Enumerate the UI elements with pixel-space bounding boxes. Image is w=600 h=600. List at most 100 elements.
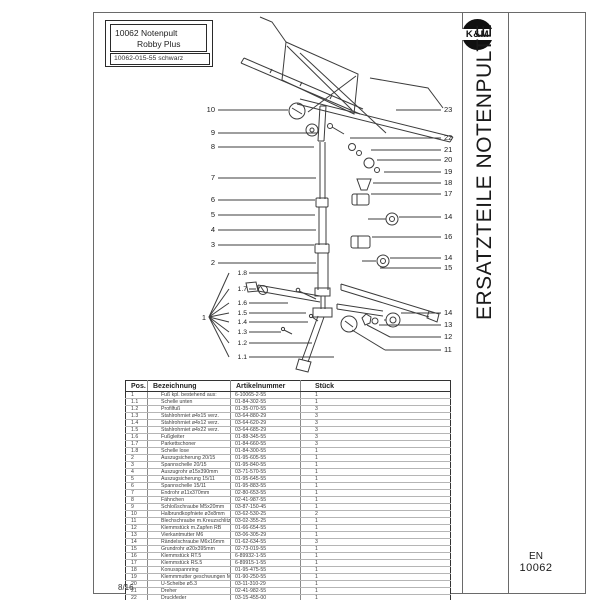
table-cell: 1.2 bbox=[125, 405, 148, 413]
product-number-name: 10062 Notenpult bbox=[115, 28, 178, 38]
callout-label-1.8: 1.8 bbox=[237, 270, 247, 277]
table-cell: Blechschraube m.Kreuzschlitz bbox=[147, 517, 231, 525]
table-cell: 16 bbox=[125, 552, 148, 560]
table-cell: Klemmstück RT.5 bbox=[147, 552, 231, 560]
leader-line bbox=[208, 316, 230, 333]
callout-label-1.1: 1.1 bbox=[237, 354, 247, 361]
callout-label-16: 16 bbox=[444, 232, 453, 241]
table-cell: 1 bbox=[300, 482, 451, 490]
callout-label-22: 22 bbox=[444, 133, 453, 142]
callout-label-11: 11 bbox=[444, 345, 452, 354]
table-cell: U-Scheibe ø5.3 bbox=[147, 580, 231, 588]
table-cell: 12 bbox=[125, 524, 148, 532]
callout-label-8: 8 bbox=[210, 142, 215, 151]
table-cell: 1.5 bbox=[125, 426, 148, 434]
table-cell: 22 bbox=[125, 594, 148, 600]
leader-line bbox=[208, 272, 230, 318]
leader-line bbox=[208, 312, 230, 318]
callout-label-1.6: 1.6 bbox=[237, 300, 247, 307]
table-cell: Schelle lose bbox=[147, 447, 231, 455]
table-cell: 1 bbox=[300, 566, 451, 574]
table-cell: Konusspannring bbox=[147, 566, 231, 574]
callout-label-3: 3 bbox=[210, 240, 215, 249]
table-cell: Stahlrohrniet ø4x22 verz. bbox=[147, 426, 231, 434]
parts-table-header-row: Pos. Bezeichnung Artikelnummer Stück bbox=[125, 380, 451, 392]
table-cell: Spannschelle 15/11 bbox=[147, 482, 231, 490]
table-cell: Parkettschoner bbox=[147, 440, 231, 448]
callout-label-4: 4 bbox=[210, 225, 215, 234]
table-cell: 1 bbox=[300, 559, 451, 567]
table-cell: 02-73-019-55 bbox=[230, 545, 301, 553]
table-cell: 03-02-355-25 bbox=[230, 517, 301, 525]
table-cell: 3 bbox=[300, 412, 451, 420]
table-cell: 01-90-250-55 bbox=[230, 573, 301, 581]
frame-left bbox=[93, 12, 94, 594]
doc-code-line2: 10062 bbox=[519, 562, 553, 574]
table-cell: 1 bbox=[300, 531, 451, 539]
table-cell: 1 bbox=[300, 489, 451, 497]
callout-label-18: 18 bbox=[444, 178, 453, 187]
leader-line bbox=[208, 316, 230, 358]
table-cell: Stahlrohrniet ø4x15 verz. bbox=[147, 412, 231, 420]
product-title-box: 10062 Notenpult Robby Plus 10062-015-55 … bbox=[105, 20, 213, 67]
table-cell: Auszugrohr ø15x390mm bbox=[147, 468, 231, 476]
callout-label-21: 21 bbox=[444, 145, 453, 154]
callout-label-1.4: 1.4 bbox=[237, 319, 247, 326]
table-cell: 1 bbox=[300, 454, 451, 462]
base-assembly-art bbox=[245, 281, 440, 373]
table-cell: Klemmmutter geschwungen M5 bbox=[147, 573, 231, 581]
callout-label-23: 23 bbox=[444, 105, 453, 114]
table-cell: 14 bbox=[125, 538, 148, 546]
table-cell: Spannschelle 20/15 bbox=[147, 461, 231, 469]
table-cell: 19 bbox=[125, 573, 148, 581]
table-cell: 1 bbox=[300, 391, 451, 399]
callout-label-6: 6 bbox=[210, 195, 215, 204]
table-cell: 3 bbox=[125, 461, 148, 469]
table-cell: Fähnchen bbox=[147, 496, 231, 504]
table-cell: 1 bbox=[300, 468, 451, 476]
table-cell: 03-11-310-29 bbox=[230, 580, 301, 588]
table-cell: 6-89932-1-55 bbox=[230, 552, 301, 560]
table-cell: 7 bbox=[125, 489, 148, 497]
leader-line bbox=[208, 288, 230, 318]
table-cell: 1 bbox=[300, 398, 451, 406]
table-cell: 01-84-660-55 bbox=[230, 440, 301, 448]
callout-label-1.5: 1.5 bbox=[237, 310, 247, 317]
leader-line bbox=[208, 316, 230, 323]
callout-label-12: 12 bbox=[444, 332, 453, 341]
callout-label-9: 9 bbox=[210, 128, 215, 137]
table-cell: 1 bbox=[300, 587, 451, 595]
col-header-bezeichnung: Bezeichnung bbox=[147, 380, 231, 392]
table-cell: 01-35-070-55 bbox=[230, 405, 301, 413]
callout-label-7: 7 bbox=[210, 173, 215, 182]
table-cell: 1.1 bbox=[125, 398, 148, 406]
callout-label-15: 15 bbox=[444, 263, 453, 272]
table-cell: 3 bbox=[300, 419, 451, 427]
table-cell: 01-95-475-55 bbox=[230, 566, 301, 574]
table-cell: 1.4 bbox=[125, 419, 148, 427]
table-cell: Auszugsicherung 15/11 bbox=[147, 475, 231, 483]
callout-label-1: 1 bbox=[201, 313, 206, 322]
table-cell: Vierkantmutter M6 bbox=[147, 531, 231, 539]
table-cell: 15 bbox=[125, 545, 148, 553]
table-cell: 1 bbox=[300, 461, 451, 469]
table-cell: Fuß kpl. bestehend aus: bbox=[147, 391, 231, 399]
logo-wordmark: K&M bbox=[459, 29, 496, 40]
